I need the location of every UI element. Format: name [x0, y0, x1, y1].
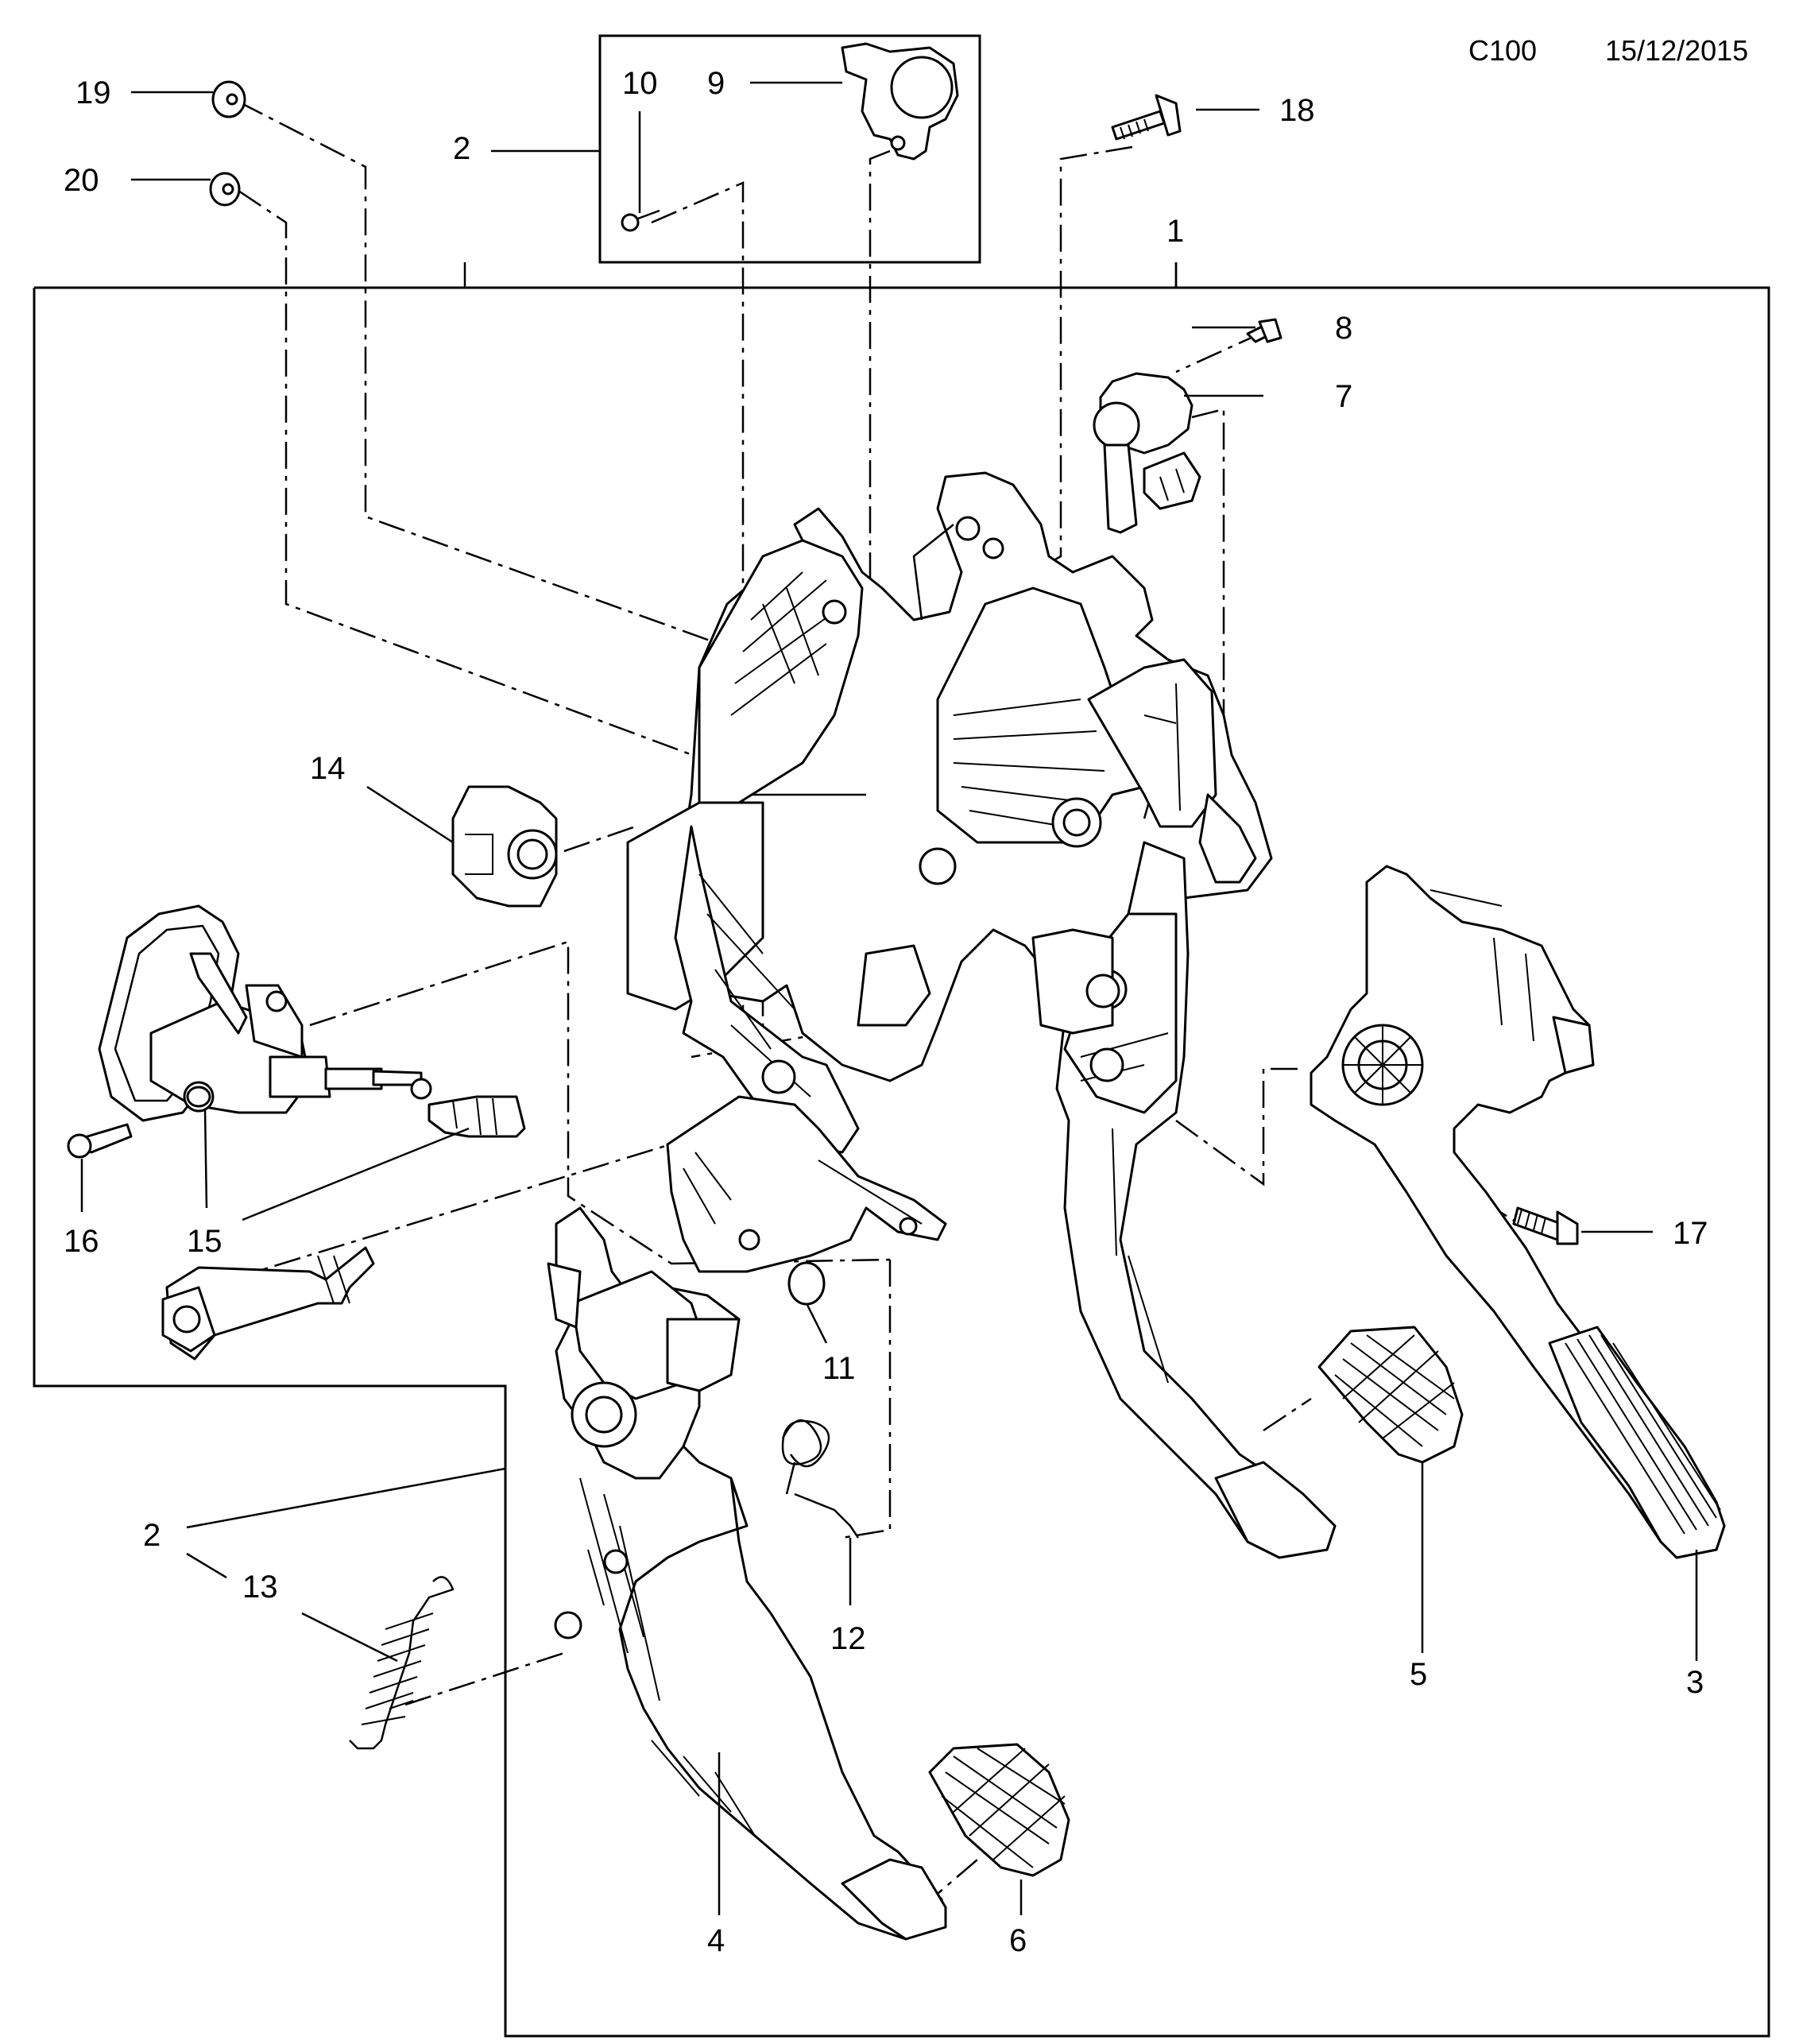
pivot-cap	[787, 1261, 826, 1306]
callout-4: 4	[707, 1923, 725, 1958]
callout-2-bottom: 2	[143, 1518, 161, 1553]
nut-20	[209, 172, 241, 207]
callout-15-right: 15	[187, 1224, 222, 1259]
callout-16: 16	[64, 1224, 99, 1259]
callout-12: 12	[830, 1621, 866, 1656]
washer-15	[186, 1086, 211, 1108]
callout-19: 19	[75, 75, 111, 110]
diagram-date: 15/12/2015	[1605, 34, 1748, 67]
kit-frame-2	[598, 34, 981, 264]
clutch-pedal	[547, 1206, 947, 1941]
brake-pedal-lever	[1031, 841, 1337, 1559]
cylinder-connector-clip	[428, 1095, 526, 1138]
clutch-position-sensor	[1093, 372, 1201, 534]
return-spring	[781, 1419, 860, 1539]
callout-2-top: 2	[453, 131, 470, 166]
brake-pedal-pad	[1317, 1326, 1464, 1464]
screw-10	[621, 209, 660, 232]
accelerator-pedal	[1310, 865, 1726, 1559]
tension-spring	[349, 1576, 455, 1750]
assembly-frame-1	[33, 286, 1770, 2038]
callout-8: 8	[1335, 311, 1352, 346]
bushing	[451, 785, 558, 908]
clutch-pedal-bracket	[626, 539, 864, 1154]
callout-9: 9	[707, 66, 725, 101]
callout-20: 20	[64, 163, 99, 198]
pivot-shaft	[161, 1246, 375, 1361]
clutch-master-cylinder	[98, 904, 432, 1122]
callout-7: 7	[1335, 379, 1352, 414]
callout-6: 6	[1009, 1923, 1027, 1958]
callout-14: 14	[310, 751, 346, 786]
callout-numbers: 1 2 2 3 4 5 6 7 8 9 10 11 12 13 14 15 16…	[64, 66, 1708, 1958]
nut-19	[211, 80, 246, 118]
callout-5: 5	[1410, 1657, 1427, 1692]
callout-3: 3	[1686, 1665, 1704, 1700]
brake-switch-housing	[936, 586, 1257, 884]
callout-13: 13	[242, 1570, 278, 1605]
brake-light-switch	[841, 42, 959, 161]
screw-8	[1246, 318, 1283, 343]
bolt-18	[1111, 94, 1182, 141]
callout-leaders	[80, 81, 1698, 1915]
clutch-pedal-pad	[928, 1743, 1070, 1877]
callout-1: 1	[1166, 214, 1184, 249]
callout-11: 11	[822, 1351, 856, 1386]
bolt-17	[1512, 1206, 1579, 1245]
screw-16	[67, 1123, 133, 1159]
callout-17: 17	[1673, 1216, 1708, 1251]
diagram-code: C100	[1468, 34, 1537, 67]
callout-18: 18	[1279, 93, 1315, 128]
pivot-bracket	[666, 1095, 947, 1273]
callout-10: 10	[622, 66, 658, 101]
